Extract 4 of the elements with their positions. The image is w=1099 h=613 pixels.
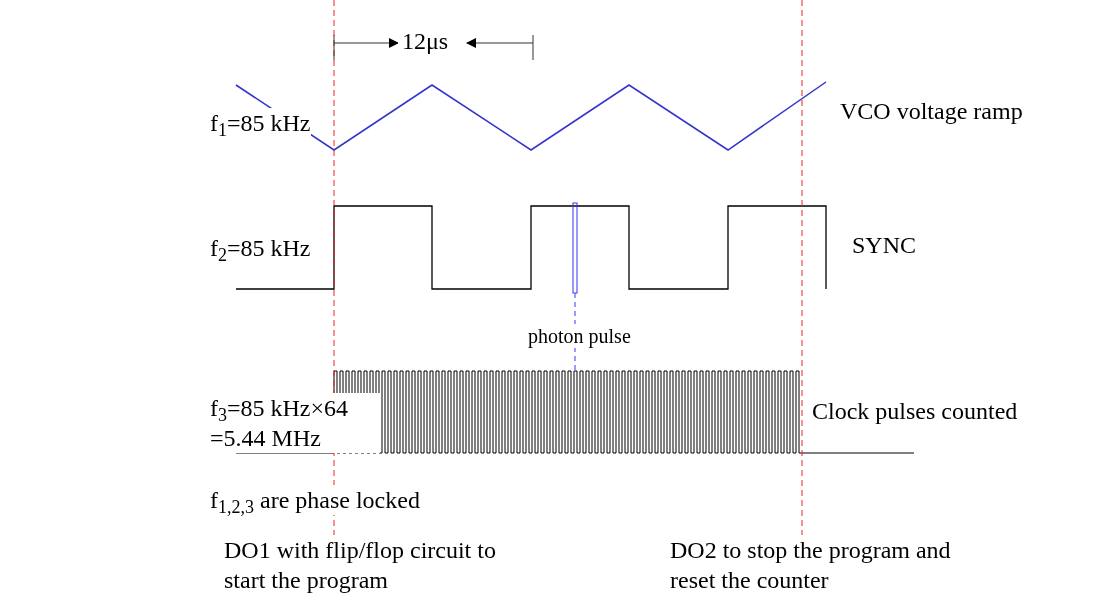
- frequency-label: f$_{3}$=85 kHz×64 =5.44 MHz: [210, 393, 380, 453]
- frequency-label: f$_{1}$=85 kHz: [210, 108, 311, 138]
- note-text: f$_{1,2,3}$ are phase locked: [210, 485, 420, 515]
- photon-pulse-label: photon pulse: [526, 324, 633, 348]
